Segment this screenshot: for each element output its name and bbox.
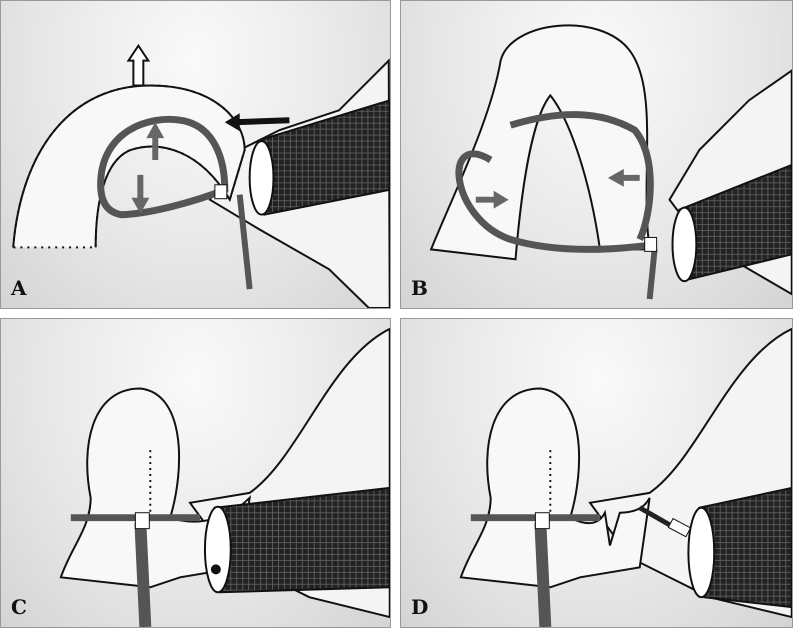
- panel-b: B: [400, 0, 793, 309]
- panel-c: C: [0, 318, 391, 628]
- illustration-c: [59, 327, 390, 627]
- panel-a: A: [0, 0, 391, 309]
- panel-label: B: [411, 276, 428, 300]
- panel-label: C: [11, 595, 27, 619]
- panel-label: A: [11, 276, 27, 300]
- illustration-a: [12, 43, 390, 308]
- panel-label: D: [411, 595, 429, 619]
- panel-d: D: [400, 318, 793, 628]
- illustration-b: [429, 24, 792, 300]
- illustration-d: [459, 327, 792, 627]
